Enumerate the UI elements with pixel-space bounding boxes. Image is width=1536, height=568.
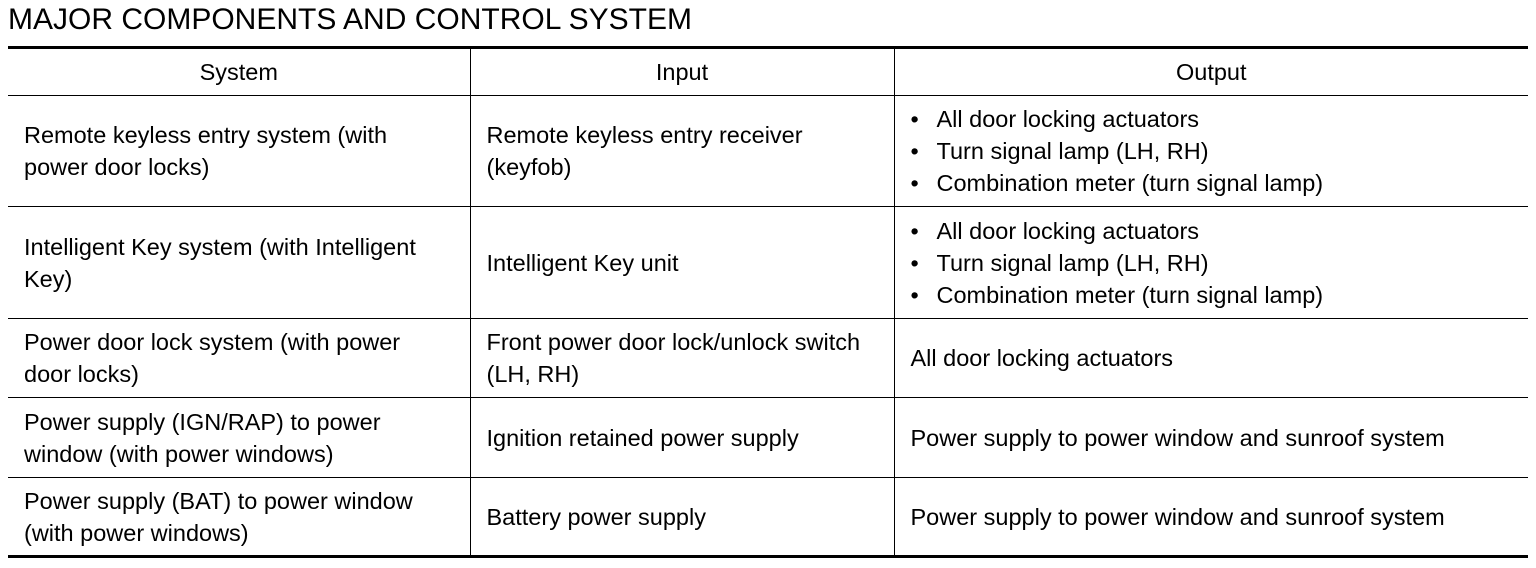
column-header-system: System xyxy=(8,46,470,96)
output-cell: All door locking actuators xyxy=(893,318,1528,398)
system-cell: Remote keyless entry system (with power … xyxy=(8,95,470,207)
column-header-input: Input xyxy=(469,46,894,96)
list-item: •Combination meter (turn signal lamp) xyxy=(911,279,1513,311)
output-cell: •All door locking actuators •Turn signal… xyxy=(893,95,1528,207)
system-cell: Intelligent Key system (with Intelligent… xyxy=(8,206,470,319)
input-cell: Intelligent Key unit xyxy=(469,206,894,319)
output-list: •All door locking actuators •Turn signal… xyxy=(911,215,1513,311)
table-row: Power supply (BAT) to power window (with… xyxy=(8,477,1528,558)
bullet-icon: • xyxy=(910,170,919,196)
page-title: MAJOR COMPONENTS AND CONTROL SYSTEM xyxy=(8,3,692,36)
table-row: Intelligent Key system (with Intelligent… xyxy=(8,206,1528,319)
table-row: Power door lock system (with power door … xyxy=(8,318,1528,398)
bullet-icon: • xyxy=(910,106,919,132)
list-item: •All door locking actuators xyxy=(911,103,1513,135)
output-cell: •All door locking actuators •Turn signal… xyxy=(893,206,1528,319)
input-cell: Ignition retained power supply xyxy=(469,397,894,478)
bullet-icon: • xyxy=(910,138,919,164)
list-item: •All door locking actuators xyxy=(911,215,1513,247)
output-cell: Power supply to power window and sunroof… xyxy=(893,477,1528,558)
list-item: •Turn signal lamp (LH, RH) xyxy=(911,247,1513,279)
input-cell: Front power door lock/unlock switch (LH,… xyxy=(469,318,894,398)
input-cell: Remote keyless entry receiver (keyfob) xyxy=(469,95,894,207)
bullet-icon: • xyxy=(910,217,919,244)
list-item: •Turn signal lamp (LH, RH) xyxy=(911,135,1513,167)
system-cell: Power door lock system (with power door … xyxy=(8,318,470,398)
list-item: •Combination meter (turn signal lamp) xyxy=(911,167,1513,199)
output-cell: Power supply to power window and sunroof… xyxy=(893,397,1528,478)
components-table: System Input Output Remote keyless entry… xyxy=(8,46,1528,558)
input-cell: Battery power supply xyxy=(469,477,894,558)
table-row: Power supply (IGN/RAP) to power window (… xyxy=(8,397,1528,478)
header-row: System Input Output xyxy=(8,46,1528,96)
output-list: •All door locking actuators •Turn signal… xyxy=(911,103,1513,199)
system-cell: Power supply (BAT) to power window (with… xyxy=(8,477,470,558)
bullet-icon: • xyxy=(910,249,919,276)
system-cell: Power supply (IGN/RAP) to power window (… xyxy=(8,397,470,478)
bullet-icon: • xyxy=(910,281,919,308)
column-header-output: Output xyxy=(893,46,1528,96)
table-row: Remote keyless entry system (with power … xyxy=(8,95,1528,207)
